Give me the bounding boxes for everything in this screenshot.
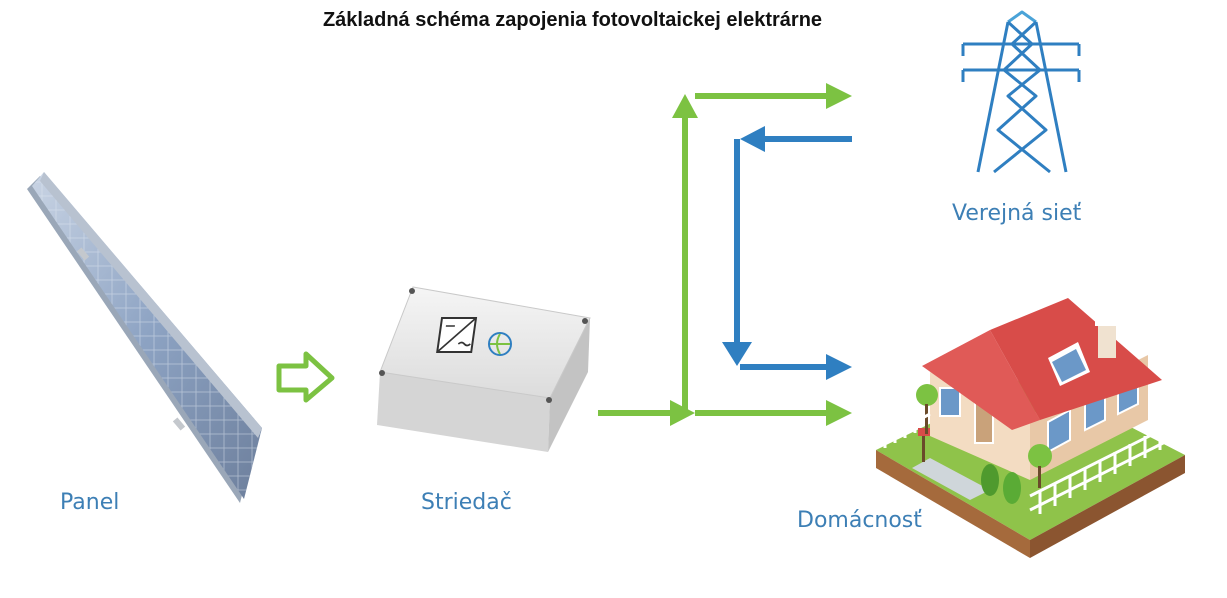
home-label: Domácnosť	[797, 508, 922, 533]
blue-flow-lines	[722, 126, 852, 380]
inverter-box-icon	[377, 286, 591, 452]
inverter-label: Striedač	[421, 490, 512, 515]
power-pylon-icon	[961, 10, 1081, 174]
solar-panel-icon	[27, 172, 262, 503]
diagram-title: Základná schéma zapojenia fotovoltaickej…	[322, 9, 823, 31]
house-icon	[876, 298, 1186, 558]
panel-to-inverter-arrow	[276, 351, 335, 403]
green-flow-lines	[598, 83, 852, 426]
grid-label: Verejná sieť	[952, 201, 1082, 226]
panel-label: Panel	[60, 490, 120, 515]
